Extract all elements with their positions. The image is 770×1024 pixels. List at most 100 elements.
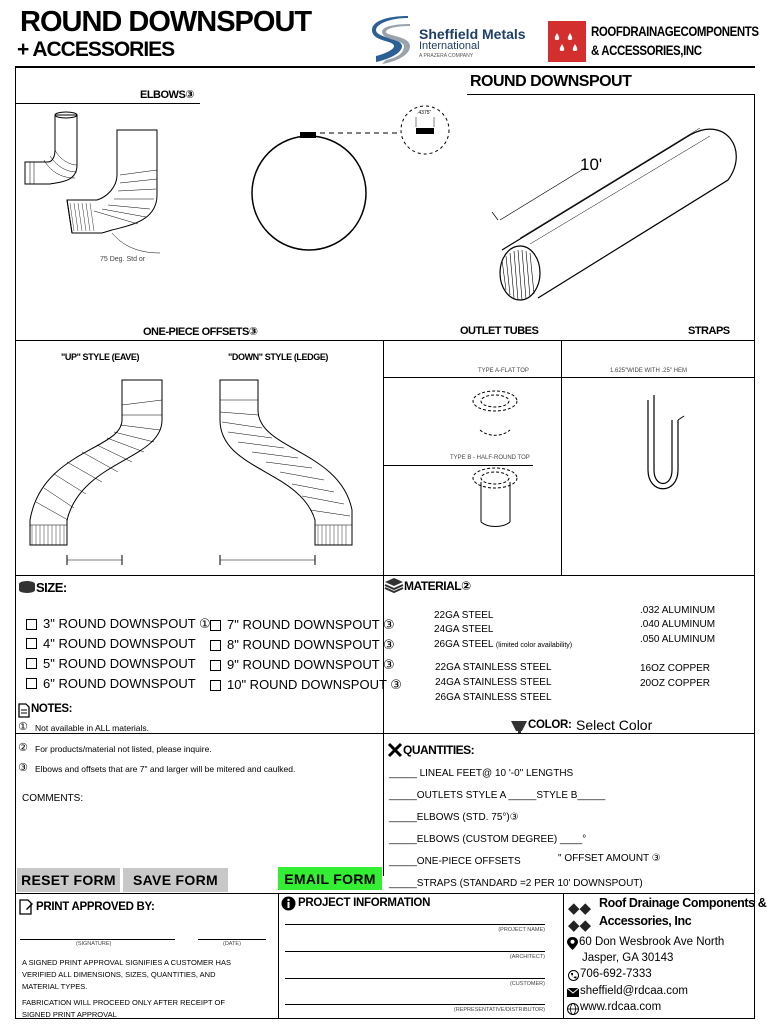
architect-label: (ARCHITECT) xyxy=(509,954,545,960)
straps-label: STRAPS xyxy=(688,325,730,337)
footer-divider-2 xyxy=(563,893,564,1019)
checkbox[interactable] xyxy=(26,658,37,669)
qty-offsets[interactable]: _____ONE-PIECE OFFSETS xyxy=(389,856,521,867)
save-form-button[interactable]: SAVE FORM xyxy=(123,868,228,892)
color-select[interactable]: Select Color xyxy=(572,717,752,734)
material-steel-24[interactable]: 24GA STEEL xyxy=(434,624,494,635)
size-checkbox-8in[interactable]: 8" ROUND DOWNSPOUT ③ xyxy=(210,637,395,653)
size-checkbox-9in[interactable]: 9" ROUND DOWNSPOUT ③ xyxy=(210,657,395,673)
small-elbow-drawing xyxy=(24,111,78,185)
address-line-2: Jasper, GA 30143 xyxy=(582,952,674,964)
rdca-logo-line2: & ACCESSORIES,INC xyxy=(591,42,702,58)
date-field[interactable] xyxy=(198,939,266,940)
size-checkbox-4in[interactable]: 4" ROUND DOWNSPOUT xyxy=(26,636,196,651)
outlets-rule-a xyxy=(383,377,754,378)
checkbox[interactable] xyxy=(26,618,37,630)
checkbox[interactable] xyxy=(210,659,221,671)
globe-icon xyxy=(567,1003,579,1015)
down-style-label: "DOWN" STYLE (LEDGE) xyxy=(228,352,329,362)
downspout-tube-drawing xyxy=(491,127,737,301)
architect-field[interactable] xyxy=(285,951,545,952)
rdca-logo-line1: ROOFDRAINAGECOMPONENTS xyxy=(591,23,759,39)
material-copper-16[interactable]: 16OZ COPPER xyxy=(640,663,711,674)
downspout-rule xyxy=(467,94,755,95)
notes-icon xyxy=(18,703,30,718)
qty-elbows-std[interactable]: _____ELBOWS (STD. 75°)③ xyxy=(389,812,519,823)
material-alum-032[interactable]: .032 ALUMINUM xyxy=(640,605,716,616)
material-heading: MATERIAL② xyxy=(404,579,471,593)
section-rule-2 xyxy=(15,575,755,576)
up-style-label: "UP" STYLE (EAVE) xyxy=(61,352,140,362)
project-name-field[interactable] xyxy=(285,924,545,925)
round-downspout-label: ROUND DOWNSPOUT xyxy=(470,73,632,90)
elbow-angle-label: 75 Deg. Std or xyxy=(100,256,146,263)
large-elbow-drawing xyxy=(66,129,161,254)
material-steel-26[interactable]: 26GA STEEL (limited color availability) xyxy=(434,638,572,653)
sheffield-logo-sub: International xyxy=(419,40,480,52)
material-copper-20[interactable]: 20OZ COPPER xyxy=(640,678,711,689)
section-rule-1 xyxy=(15,340,755,341)
frame-right xyxy=(754,94,755,1019)
size-option-label: 9" ROUND DOWNSPOUT ③ xyxy=(227,657,395,672)
note-3-number: ③ xyxy=(18,762,28,774)
disclaimer-line: MATERIAL TYPES. xyxy=(22,982,88,991)
print-approved-heading: PRINT APPROVED BY: xyxy=(36,901,155,913)
reset-form-button[interactable]: RESET FORM xyxy=(17,868,120,892)
size-checkbox-3in[interactable]: 3" ROUND DOWNSPOUT ① xyxy=(26,616,211,632)
phone-link[interactable]: 706-692-7333 xyxy=(580,968,652,980)
project-info-heading: PROJECT INFORMATION xyxy=(298,897,431,909)
disclaimer-line: SIGNED PRINT APPROVAL xyxy=(22,1010,117,1019)
disclaimer-line: VERIFIED ALL DIMENSIONS, SIZES, QUANTITI… xyxy=(22,970,216,979)
tools-icon xyxy=(387,742,403,758)
note-1-number: ① xyxy=(18,721,28,733)
phone-icon xyxy=(568,970,579,981)
size-option-label: 7" ROUND DOWNSPOUT ③ xyxy=(227,617,395,632)
type-a-label: TYPE A-FLAT TOP xyxy=(478,368,529,374)
checkbox[interactable] xyxy=(210,679,221,691)
drops-icon-2: ◆◆ xyxy=(568,917,592,934)
page-subtitle: + ACCESSORIES xyxy=(17,38,175,61)
material-stainless-22[interactable]: 22GA STAINLESS STEEL xyxy=(435,662,552,673)
size-option-label: 5" ROUND DOWNSPOUT xyxy=(43,656,196,671)
size-checkbox-7in[interactable]: 7" ROUND DOWNSPOUT ③ xyxy=(210,617,395,633)
email-form-button[interactable]: EMAIL FORM xyxy=(278,867,382,890)
email-link[interactable]: sheffield@rdcaa.com xyxy=(580,985,688,997)
checkbox[interactable] xyxy=(210,619,221,631)
notes-heading: NOTES: xyxy=(31,703,73,715)
material-alum-040[interactable]: .040 ALUMINUM xyxy=(640,619,716,630)
map-pin-icon xyxy=(567,937,578,950)
qty-offset-amount[interactable]: " OFFSET AMOUNT ③ xyxy=(558,853,661,864)
material-steel-22[interactable]: 22GA STEEL xyxy=(434,610,494,621)
size-checkbox-5in[interactable]: 5" ROUND DOWNSPOUT xyxy=(26,656,196,671)
size-option-label: 6" ROUND DOWNSPOUT xyxy=(43,676,196,691)
qty-elbows-custom[interactable]: _____ELBOWS (CUSTOM DEGREE) ____° xyxy=(389,834,587,845)
sheffield-logo-tag: A PRAZERA COMPANY xyxy=(419,53,474,59)
material-alum-050[interactable]: .050 ALUMINUM xyxy=(640,634,716,645)
qty-outlets[interactable]: _____OUTLETS STYLE A _____STYLE B_____ xyxy=(389,790,606,801)
company-name-1: Roof Drainage Components & xyxy=(599,896,767,910)
customer-label: (CUSTOMER) xyxy=(509,981,545,987)
qty-lineal-feet[interactable]: _____ LINEAL FEET@ 10 '-0" LENGTHS xyxy=(389,768,574,779)
paint-roller-icon xyxy=(511,721,527,733)
signature-label: (SIGNATURE) xyxy=(76,941,112,947)
outlet-type-a-drawing xyxy=(472,390,518,436)
checkbox[interactable] xyxy=(26,638,37,649)
mail-icon xyxy=(566,987,580,997)
checkbox[interactable] xyxy=(26,678,37,689)
website-link[interactable]: www.rdcaa.com xyxy=(580,1001,662,1013)
material-stainless-24[interactable]: 24GA STAINLESS STEEL xyxy=(435,677,552,688)
project-name-label: (PROJECT NAME) xyxy=(498,927,545,933)
date-label: (DATE) xyxy=(223,941,241,947)
size-checkbox-10in[interactable]: 10" ROUND DOWNSPOUT ③ xyxy=(210,677,402,693)
customer-field[interactable] xyxy=(285,978,545,979)
representative-field[interactable] xyxy=(285,1004,545,1005)
outlets-rule-b xyxy=(383,465,533,466)
material-stainless-26[interactable]: 26GA STAINLESS STEEL xyxy=(435,692,552,703)
signature-field[interactable] xyxy=(20,939,175,940)
checkbox[interactable] xyxy=(210,639,221,651)
outlet-tubes-label: OUTLET TUBES xyxy=(460,325,539,337)
size-checkbox-6in[interactable]: 6" ROUND DOWNSPOUT xyxy=(26,676,196,691)
qty-straps[interactable]: _____STRAPS (STANDARD =2 PER 10' DOWNSPO… xyxy=(389,878,643,889)
strap-drawing xyxy=(647,395,685,490)
header-rule xyxy=(15,66,755,68)
